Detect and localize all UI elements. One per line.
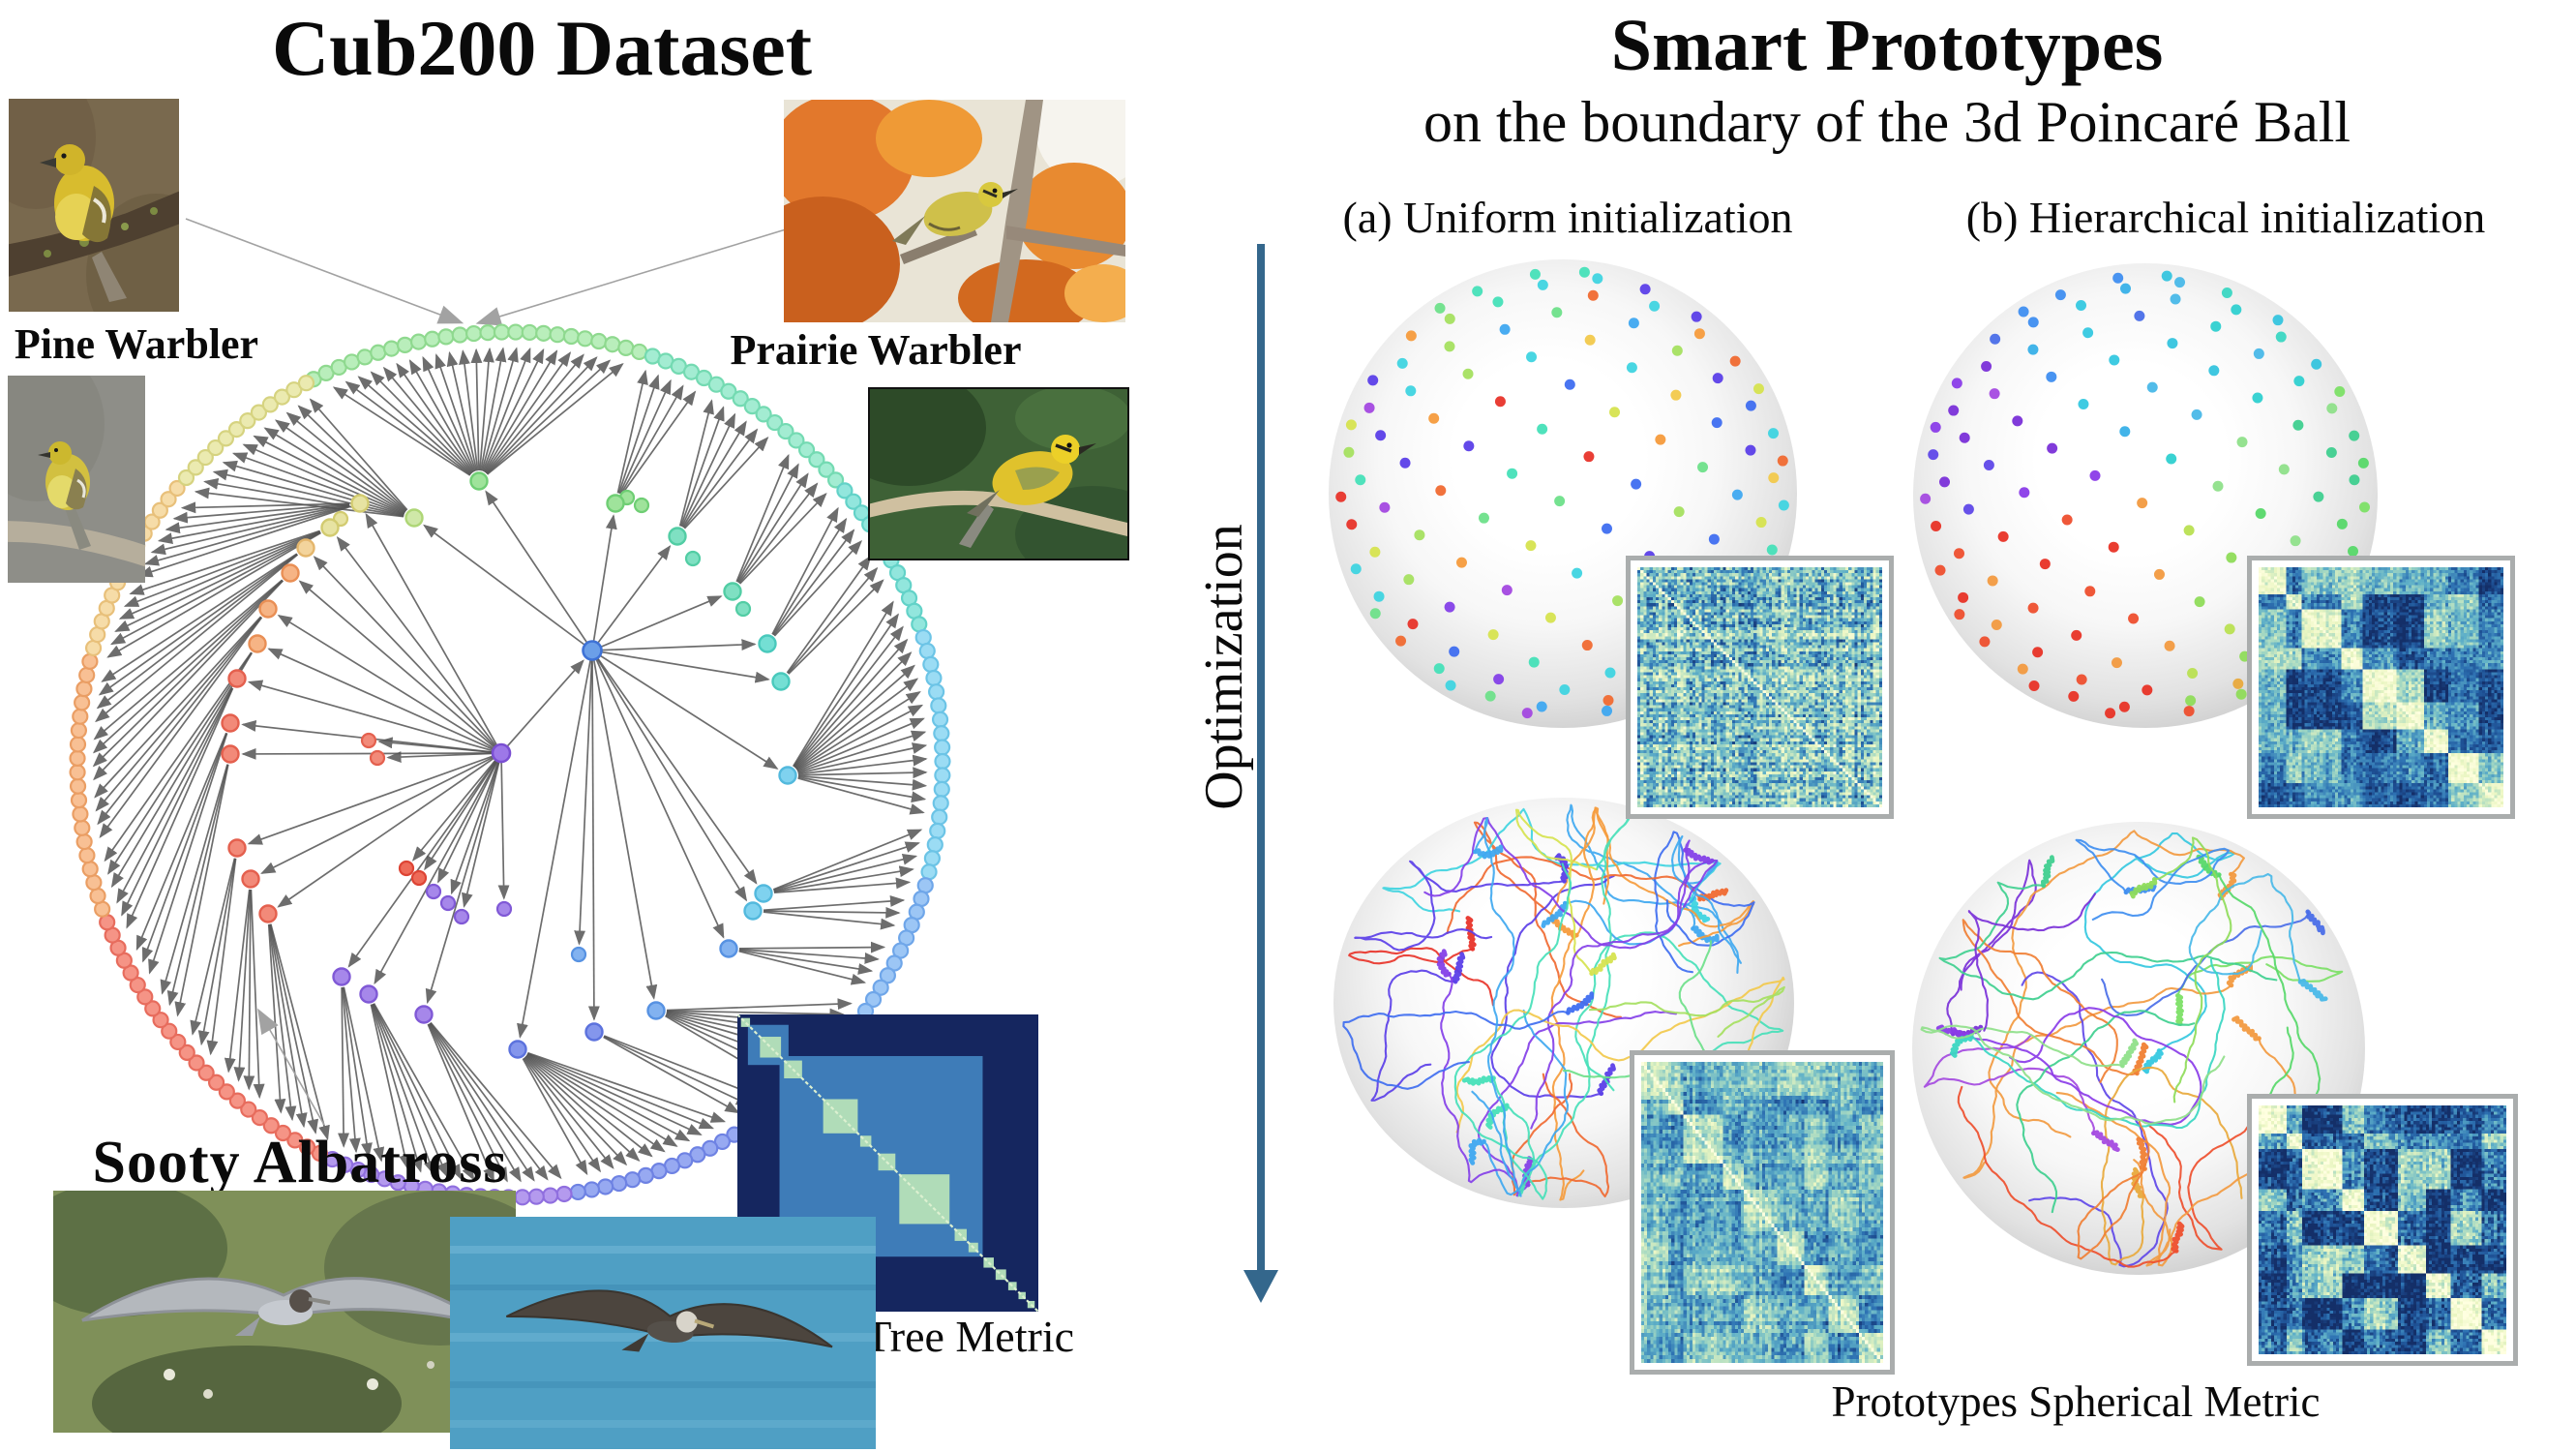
optimization-label: Optimization [1194, 524, 1254, 810]
sooty-albatross-photo-1 [53, 1191, 516, 1433]
pine-warbler-photo-1 [9, 99, 179, 312]
prairie-warbler-photo-2 [868, 387, 1129, 560]
caption-uniform-initialization: (a) Uniform initialization [1342, 193, 1793, 242]
pine-warbler-illustration [9, 99, 179, 312]
sooty-albatross-photo-2 [450, 1217, 876, 1449]
prototypes-spherical-metric-caption: Prototypes Spherical Metric [1831, 1377, 2321, 1426]
prairie-warbler-illustration [784, 100, 1125, 322]
sphere-uniform-optimized [1333, 798, 1794, 1208]
sooty-albatross-label: Sooty Albatross [92, 1130, 508, 1195]
sooty-albatross-illustration [53, 1191, 516, 1433]
prairie-warbler-photo-1 [784, 100, 1125, 322]
prairie-warbler-illustration-2 [870, 389, 1127, 559]
sooty-albatross-illustration-2 [450, 1217, 876, 1449]
metric-hierarchical-optimized [2247, 1094, 2518, 1366]
prairie-warbler-label: Prairie Warbler [730, 326, 1022, 374]
pine-warbler-label: Pine Warbler [14, 320, 259, 368]
optimization-arrow-head [1243, 1270, 1278, 1303]
right-subtitle: on the boundary of the 3d Poincaré Ball [1423, 90, 2351, 154]
metric-uniform-optimized [1630, 1050, 1895, 1375]
right-title: Smart Prototypes [1610, 5, 2164, 86]
metric-hierarchical-initial [2247, 556, 2515, 819]
optimization-arrow-line [1257, 244, 1265, 1272]
left-title: Cub200 Dataset [271, 4, 813, 92]
pine-warbler-photo-2 [8, 376, 145, 583]
caption-hierarchical-initialization: (b) Hierarchical initialization [1965, 193, 2486, 242]
metric-uniform-initial [1626, 556, 1894, 819]
pine-warbler-illustration-2 [8, 376, 145, 583]
sphere-hierarchical-trajectories [1920, 830, 2344, 1268]
